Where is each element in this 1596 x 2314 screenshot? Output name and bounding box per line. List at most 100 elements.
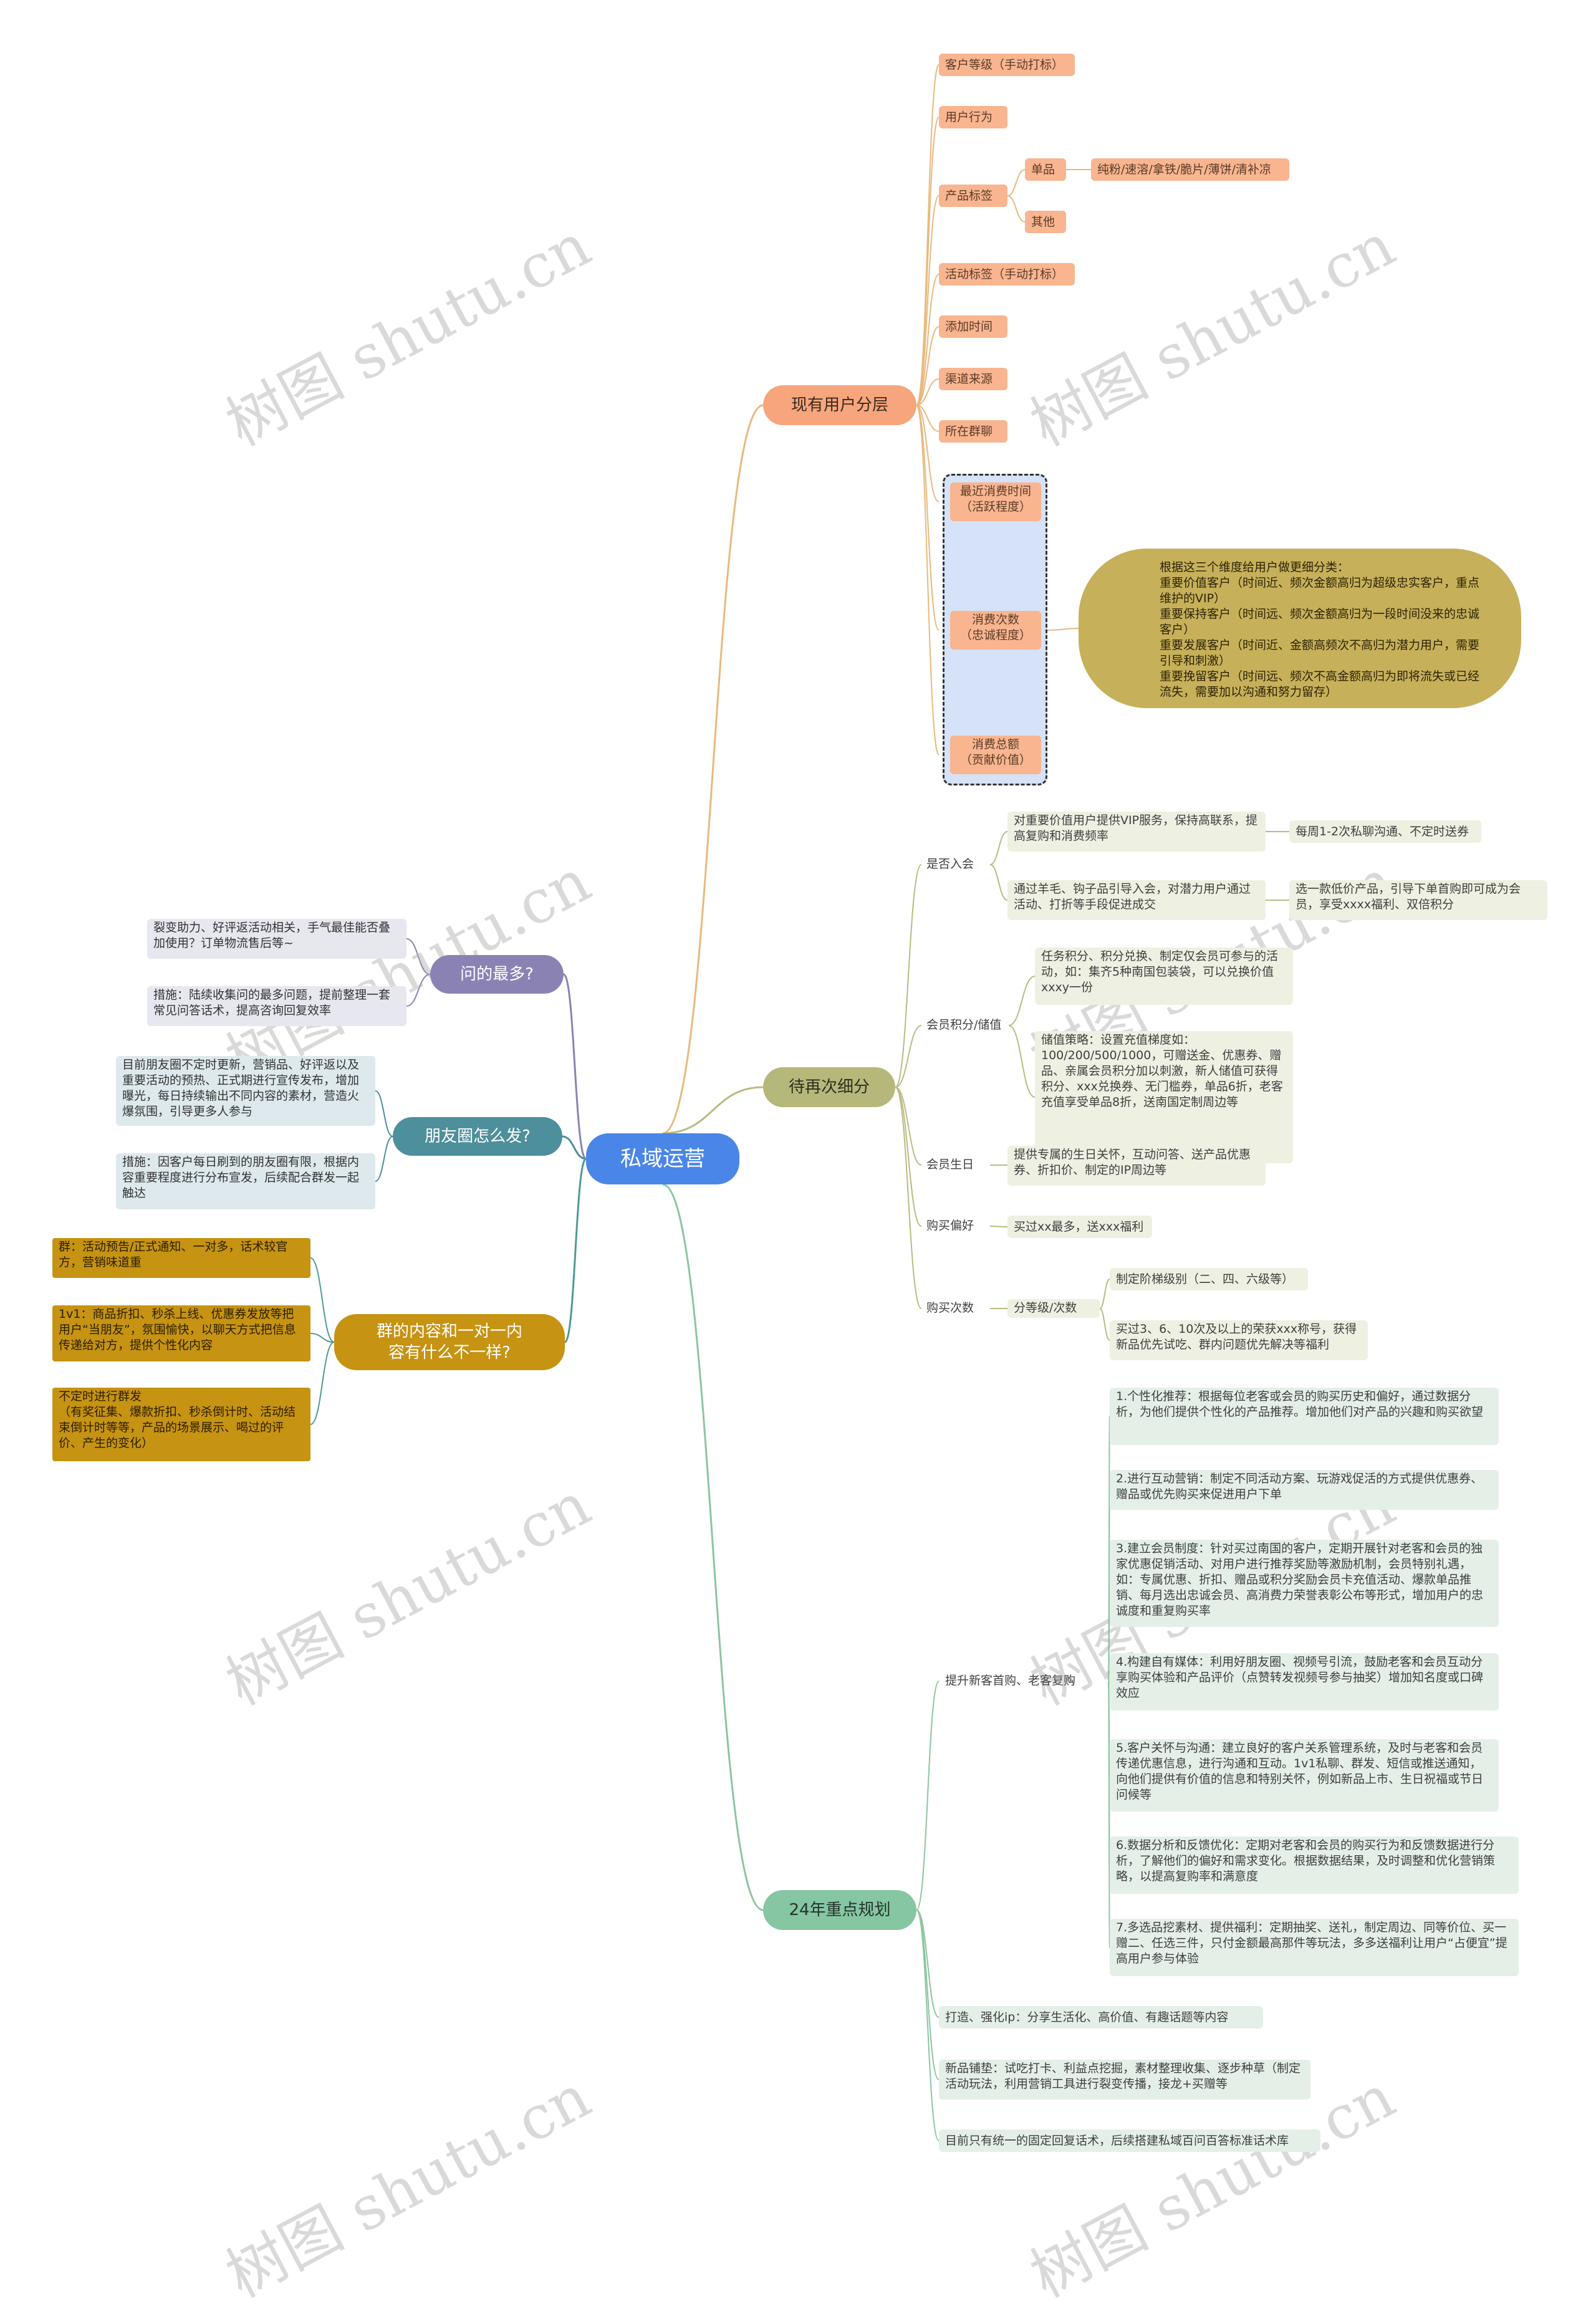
- node-single-items[interactable]: 纯粉/速溶/拿铁/脆片/薄饼/清补凉: [1091, 158, 1289, 181]
- branch-2024-plan[interactable]: 24年重点规划: [763, 1890, 916, 1930]
- connector-line: [1008, 976, 1036, 1026]
- node-points-2[interactable]: 储值策略：设置充值梯度如：100/200/500/1000，可赠送金、优惠券、赠…: [1035, 1031, 1293, 1163]
- connector-lines: [310, 64, 1289, 2141]
- connector-line: [916, 274, 940, 406]
- connector-line: [406, 938, 431, 975]
- connector-line: [662, 1086, 764, 1135]
- plan-item-4[interactable]: 4.构建自有媒体：利用好朋友圈、视频号引流，鼓励老客和会员互动分享购买体验和产品…: [1110, 1653, 1499, 1711]
- branch-refine[interactable]: 待再次细分: [763, 1067, 895, 1107]
- connector-line: [1108, 1583, 1110, 1682]
- connector-line: [310, 1257, 335, 1343]
- connector-line: [895, 1087, 922, 1309]
- node-preference[interactable]: 购买偏好: [926, 1219, 974, 1232]
- rfm-note[interactable]: 根据这三个维度给用户做更细分类： 重要价值客户（时间近、频次金额高归为超级忠实客…: [1079, 549, 1521, 708]
- connector-line: [916, 1909, 940, 2080]
- node-total[interactable]: 消费总额 （贡献价值）: [950, 736, 1041, 774]
- node-points-1[interactable]: 任务积分、积分兑换、制定仅会员可参与的活动，如：集齐5种南国包装袋，可以兑换价值…: [1035, 948, 1293, 1005]
- connector-line: [1008, 1025, 1036, 1098]
- node-script-library[interactable]: 目前只有统一的固定回复话术，后续搭建私域百问百答标准话术库: [939, 2129, 1320, 2152]
- connector-line: [916, 378, 940, 406]
- node-tier-2[interactable]: 买过3、6、10次及以上的荣获xxx称号，获得新品优先试吃、群内问题优先解决等福…: [1110, 1320, 1368, 1360]
- connector-line: [895, 1087, 922, 1227]
- connector-line: [916, 64, 940, 406]
- node-points[interactable]: 会员积分/储值: [926, 1018, 1002, 1032]
- node-tier-1[interactable]: 制定阶梯级别（二、四、六级等）: [1110, 1268, 1308, 1290]
- connector-line: [916, 405, 940, 502]
- node-birthday[interactable]: 会员生日: [926, 1158, 974, 1171]
- node-tier[interactable]: 分等级/次数: [1007, 1299, 1100, 1318]
- moments-2[interactable]: 措施：因客户每日刷到的朋友圈有限，根据内容重要程度进行分布宣发，后续配合群发一起…: [116, 1153, 375, 1209]
- node-repurchase[interactable]: 提升新客首购、老客复购: [945, 1674, 1076, 1687]
- node-guide[interactable]: 通过羊毛、钩子品引导入会，对潜力用户通过活动、打折等手段促进成交: [1007, 880, 1266, 920]
- node-preference-1[interactable]: 买过xx最多，送xxx福利: [1007, 1216, 1152, 1238]
- connector-line: [916, 405, 940, 756]
- connector-line: [916, 405, 940, 432]
- branch-user-layering[interactable]: 现有用户分层: [763, 385, 916, 425]
- connector-line: [916, 1909, 940, 2141]
- connector-line: [1007, 195, 1026, 223]
- connector-line: [1047, 628, 1079, 631]
- connector-line: [406, 974, 431, 1007]
- node-ip[interactable]: 打造、强化ip：分享生活化、高价值、有趣话题等内容: [939, 2006, 1263, 2028]
- node-vip[interactable]: 对重要价值用户提供VIP服务，保持高联系，提高复购和消费频率: [1007, 812, 1266, 852]
- plan-item-2[interactable]: 2.进行互动营销：制定不同活动方案、玩游戏促活的方式提供优惠券、赠品或优先购买来…: [1110, 1470, 1499, 1510]
- connector-line: [895, 1025, 922, 1088]
- node-recent[interactable]: 最近消费时间 （活跃程度）: [950, 482, 1041, 521]
- branch-moments[interactable]: 朋友圈怎么发?: [393, 1117, 562, 1156]
- node-times[interactable]: 消费次数 （忠诚程度）: [950, 611, 1041, 650]
- root-node[interactable]: 私域运营: [586, 1133, 739, 1184]
- connector-line: [375, 1136, 393, 1182]
- connector-line: [1108, 1681, 1110, 1948]
- connector-line: [989, 1226, 1008, 1227]
- node-channel[interactable]: 渠道来源: [939, 368, 1007, 390]
- connector-line: [916, 117, 940, 406]
- connector-line: [1007, 169, 1026, 196]
- connector-line: [916, 195, 940, 406]
- node-guide-detail[interactable]: 选一款低价产品，引导下单首购即可成为会员，享受xxxx福利、双倍积分: [1289, 880, 1547, 920]
- connector-line: [562, 1135, 587, 1160]
- connector-line: [916, 1681, 940, 1911]
- node-behavior[interactable]: 用户行为: [939, 106, 1007, 128]
- group-1[interactable]: 群：活动预告/正式通知、一对多，话术较官方，营销味道重: [52, 1238, 310, 1278]
- branch-most-asked[interactable]: 问的最多?: [430, 955, 564, 994]
- node-activity-tag[interactable]: 活动标签（手动打标）: [939, 263, 1075, 286]
- connector-line: [1099, 1308, 1110, 1341]
- moments-1[interactable]: 目前朋友圈不定时更新，营销品、好评返以及重要活动的预热、正式期进行宣传发布，增加…: [116, 1056, 375, 1126]
- node-birthday-1[interactable]: 提供专属的生日关怀，互动问答、送产品优惠券、折扣价、制定的IP周边等: [1007, 1146, 1266, 1186]
- node-other[interactable]: 其他: [1025, 211, 1066, 233]
- branch-group-vs-1v1[interactable]: 群的内容和一对一内 容有什么不一样?: [334, 1314, 565, 1370]
- node-member-q[interactable]: 是否入会: [926, 857, 974, 871]
- connector-line: [310, 1342, 335, 1425]
- plan-item-7[interactable]: 7.多选品挖素材、提供福利：定期抽奖、送礼，制定周边、同等价位、买一赠二、任选三…: [1110, 1919, 1519, 1976]
- node-new-product[interactable]: 新品铺垫：试吃打卡、利益点挖掘，素材整理收集、逐步种草（制定活动玩法，利用营销工…: [939, 2060, 1310, 2100]
- connector-line: [895, 1087, 922, 1166]
- connector-line: [662, 1183, 764, 1911]
- connector-line: [662, 404, 764, 1135]
- node-vip-detail[interactable]: 每周1-2次私聊沟通、不定时送券: [1289, 820, 1481, 843]
- ask-2[interactable]: 措施：陆续收集问的最多问题，提前整理一套常见问答话术，提高咨询回复效率: [147, 986, 406, 1026]
- connector-line: [375, 1090, 393, 1137]
- plan-item-5[interactable]: 5.客户关怀与沟通：建立良好的客户关系管理系统，及时与老客和会员传递优惠信息，进…: [1110, 1739, 1499, 1812]
- connector-line: [989, 864, 1008, 901]
- group-3[interactable]: 不定时进行群发 （有奖征集、爆款折扣、秒杀倒计时、活动结束倒计时等等，产品的场景…: [52, 1388, 310, 1461]
- connector-line: [564, 1158, 587, 1343]
- connector-line: [916, 405, 940, 631]
- connector-line: [562, 973, 587, 1160]
- ask-1[interactable]: 裂变助力、好评返活动相关，手气最佳能否叠加使用？订单物流售后等~: [147, 919, 406, 959]
- plan-item-3[interactable]: 3.建立会员制度：针对买过南国的客户，定期开展针对老客和会员的独家优惠促销活动、…: [1110, 1540, 1499, 1627]
- connector-line: [989, 831, 1008, 865]
- connector-line: [916, 1909, 940, 2018]
- node-level[interactable]: 客户等级（手动打标）: [939, 54, 1075, 76]
- plan-item-6[interactable]: 6.数据分析和反馈优化：定期对老客和会员的购买行为和反馈数据进行分析，了解他们的…: [1110, 1836, 1519, 1894]
- connector-line: [916, 326, 940, 406]
- connector-line: [895, 864, 922, 1088]
- group-2[interactable]: 1v1：商品折扣、秒杀上线、优惠券发放等把用户“当朋友”，氛围愉快，以聊天方式把…: [52, 1305, 310, 1361]
- plan-item-1[interactable]: 1.个性化推荐：根据每位老客或会员的购买历史和偏好，通过数据分析，为他们提供个性…: [1110, 1388, 1499, 1445]
- node-count[interactable]: 购买次数: [926, 1301, 974, 1315]
- node-added-time[interactable]: 添加时间: [939, 315, 1007, 338]
- node-single[interactable]: 单品: [1025, 158, 1066, 181]
- connector-line: [310, 1333, 335, 1343]
- node-group-chat[interactable]: 所在群聊: [939, 420, 1007, 443]
- connector-line: [1099, 1279, 1110, 1309]
- node-product-tag[interactable]: 产品标签: [939, 185, 1007, 207]
